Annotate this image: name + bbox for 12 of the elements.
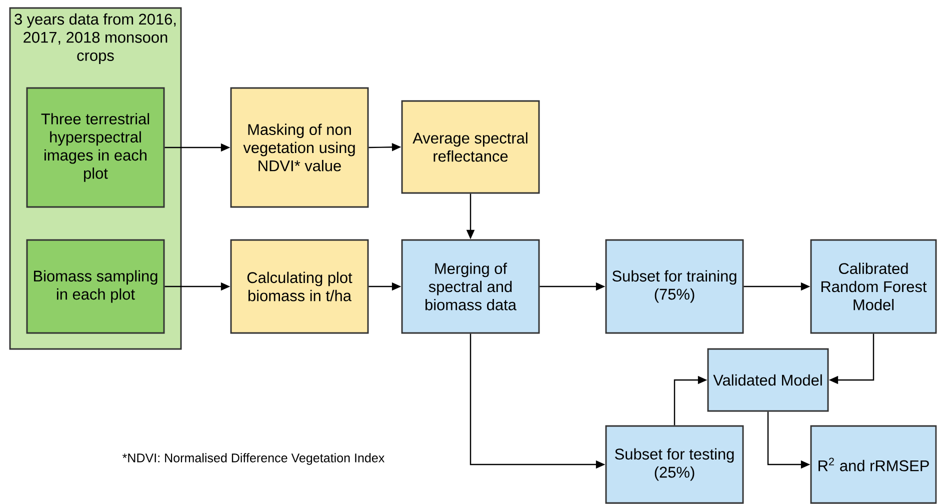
process-box: Validated Model: [707, 348, 829, 412]
process-box: Calibrated Random Forest Model: [810, 239, 937, 334]
process-box: Calculating plot biomass in t/ha: [230, 239, 369, 334]
process-box: Merging of spectral and biomass data: [401, 239, 540, 334]
process-box: Subset for testing (25%): [605, 425, 744, 504]
process-box: Three terrestrial hyperspectral images in each plot: [26, 87, 165, 208]
process-box: Biomass sampling in each plot: [26, 239, 165, 334]
process-box: Average spectral reflectance: [401, 100, 540, 194]
process-box: Subset for training (75%): [605, 239, 744, 334]
process-box: Masking of non vegetation using NDVI* value: [230, 87, 369, 208]
process-box: R$^{2}$ and rRMSEP: [810, 425, 937, 504]
footnote: *NDVI: Normalised Difference Vegetation Index: [122, 453, 384, 465]
